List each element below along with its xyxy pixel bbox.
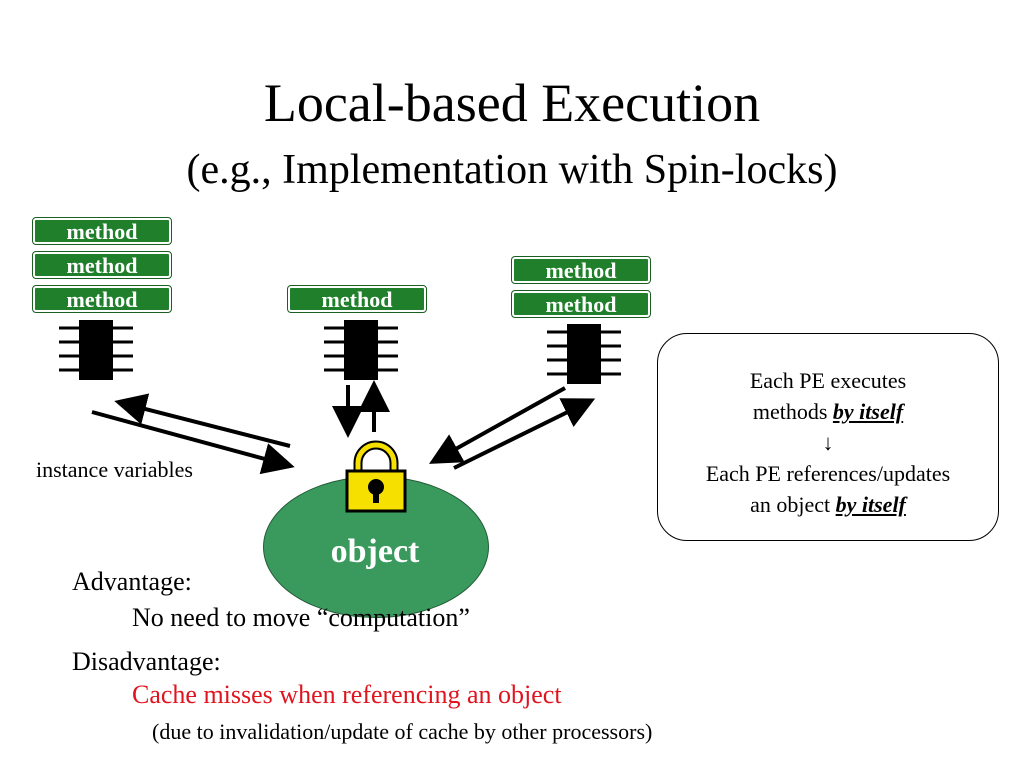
disadvantage-note: (due to invalidation/update of cache by … — [152, 719, 653, 744]
note-line: Each PE executes — [749, 368, 907, 393]
note-line: Each PE references/updates — [705, 461, 951, 486]
advantage-text: No need to move “computation” — [132, 603, 470, 632]
explanation-callout: Each PE executes methods by itself ↓ Eac… — [657, 333, 999, 541]
arrow-to-pe — [114, 393, 291, 448]
advantage-label: Advantage: — [72, 567, 192, 596]
note-emphasis: by itself — [835, 492, 906, 517]
arrow-to-object — [429, 386, 566, 464]
method-box: method — [32, 285, 172, 313]
slide-title: Local-based Execution — [263, 73, 761, 133]
note-line: methods by itself — [658, 396, 998, 427]
object-label: object — [330, 533, 420, 570]
note-text: methods — [752, 399, 833, 424]
lock-icon — [345, 440, 407, 513]
arrow-to-pe — [453, 398, 596, 470]
note-line: an object by itself — [658, 489, 998, 520]
slide-subtitle: (e.g., Implementation with Spin-locks) — [186, 147, 838, 193]
method-box: method — [287, 285, 427, 313]
method-box: method — [32, 217, 172, 245]
instance-variables-label: instance variables — [36, 457, 193, 482]
method-box: method — [511, 256, 651, 284]
down-arrow-icon: ↓ — [822, 430, 834, 455]
note-emphasis: by itself — [832, 399, 904, 424]
processor-chip-icon — [547, 324, 621, 384]
disadvantage-label: Disadvantage: — [72, 647, 221, 676]
processor-chip-icon — [59, 320, 133, 380]
note-text: an object — [750, 492, 836, 517]
method-box: method — [32, 251, 172, 279]
method-box: method — [511, 290, 651, 318]
disadvantage-text: Cache misses when referencing an object — [132, 680, 562, 709]
processor-chip-icon — [324, 320, 398, 380]
